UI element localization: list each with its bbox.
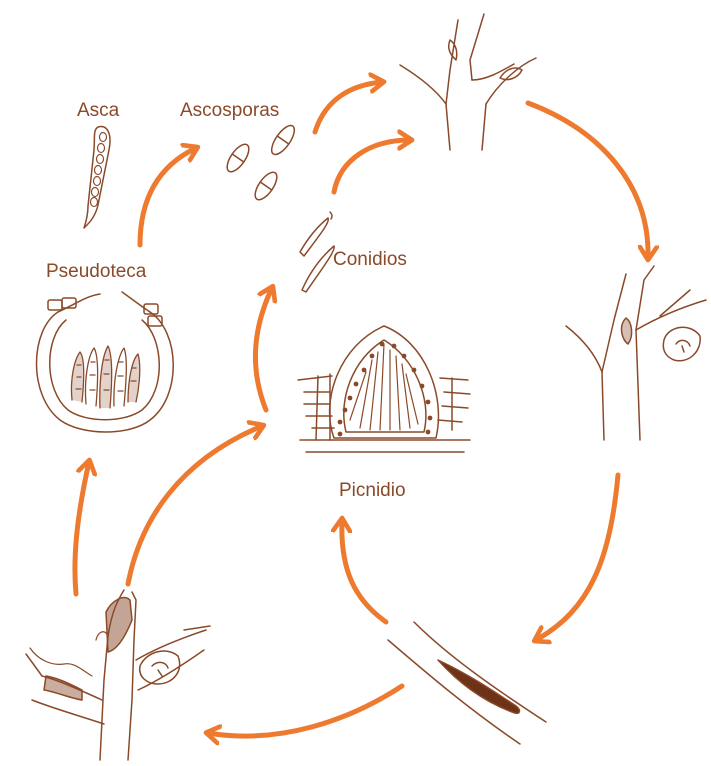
- arrow-canker-to-stem: [208, 686, 402, 736]
- arrow-conidios-to-twig: [334, 140, 410, 192]
- ascosporas-drawing: [223, 122, 298, 203]
- arrow-stem-to-picnidio: [128, 426, 262, 584]
- arrow-pseudoteca-to-ascosporas: [140, 148, 196, 245]
- stem-left-drawing: [26, 590, 210, 760]
- label-asca: Asca: [77, 101, 119, 120]
- arrow-branch-to-canker: [536, 475, 618, 640]
- twig-top-drawing: [400, 14, 536, 150]
- canker-drawing: [388, 622, 546, 744]
- asca-drawing: [84, 127, 110, 228]
- arrow-twig-to-branch: [528, 103, 648, 258]
- label-ascosporas: Ascosporas: [180, 101, 279, 120]
- branch-right-drawing: [566, 266, 706, 440]
- label-pseudoteca: Pseudoteca: [46, 262, 146, 281]
- picnidio-drawing: [298, 326, 470, 452]
- arrow-picnidio-to-conidios: [255, 288, 272, 410]
- label-conidios: Conidios: [333, 250, 407, 269]
- arrow-stem-to-pseudoteca: [75, 462, 89, 594]
- arrow-canker-to-picnidio: [342, 520, 386, 622]
- conidios-drawing: [300, 212, 334, 292]
- arrow-ascosporas-to-twig: [315, 82, 382, 132]
- label-picnidio: Picnidio: [339, 481, 406, 500]
- pseudoteca-drawing: [37, 292, 174, 432]
